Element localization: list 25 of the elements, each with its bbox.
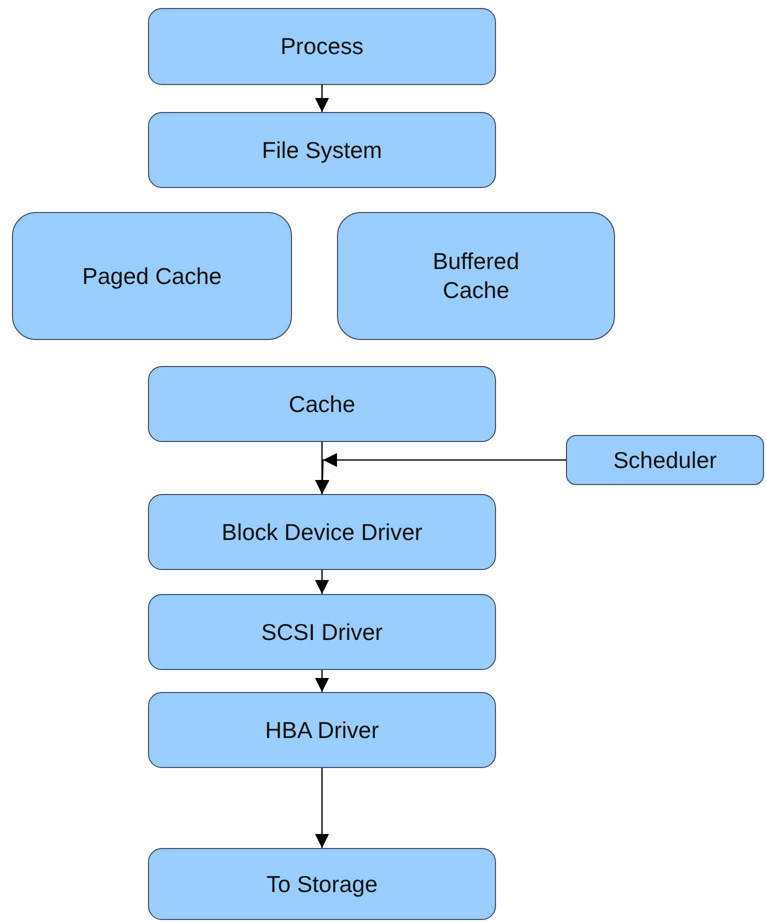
process-box [148,594,496,670]
process-box [148,692,496,768]
box-label: Scheduler [613,446,717,474]
process-box [566,435,764,485]
process-box [148,494,496,570]
process-box [148,8,496,85]
box-label: File System [262,136,382,164]
box-label: Cache [288,390,356,418]
box-label: Paged Cache [82,262,222,290]
box-label: Process [280,32,364,61]
box-label: HBA Driver [265,716,379,744]
process-box [148,112,496,188]
process-box [337,212,615,340]
box-label: SCSI Driver [261,618,383,646]
box-label: Block Device Driver [222,518,422,546]
arrow [315,85,329,112]
process-box [148,848,496,920]
arrow [315,768,329,848]
box-label: To Storage [266,870,378,898]
process-box [12,212,292,340]
box-label: Buffered Cache [432,247,520,305]
arrow [315,670,329,692]
process-box [148,366,496,442]
arrow [315,570,329,594]
arrow [318,453,566,494]
